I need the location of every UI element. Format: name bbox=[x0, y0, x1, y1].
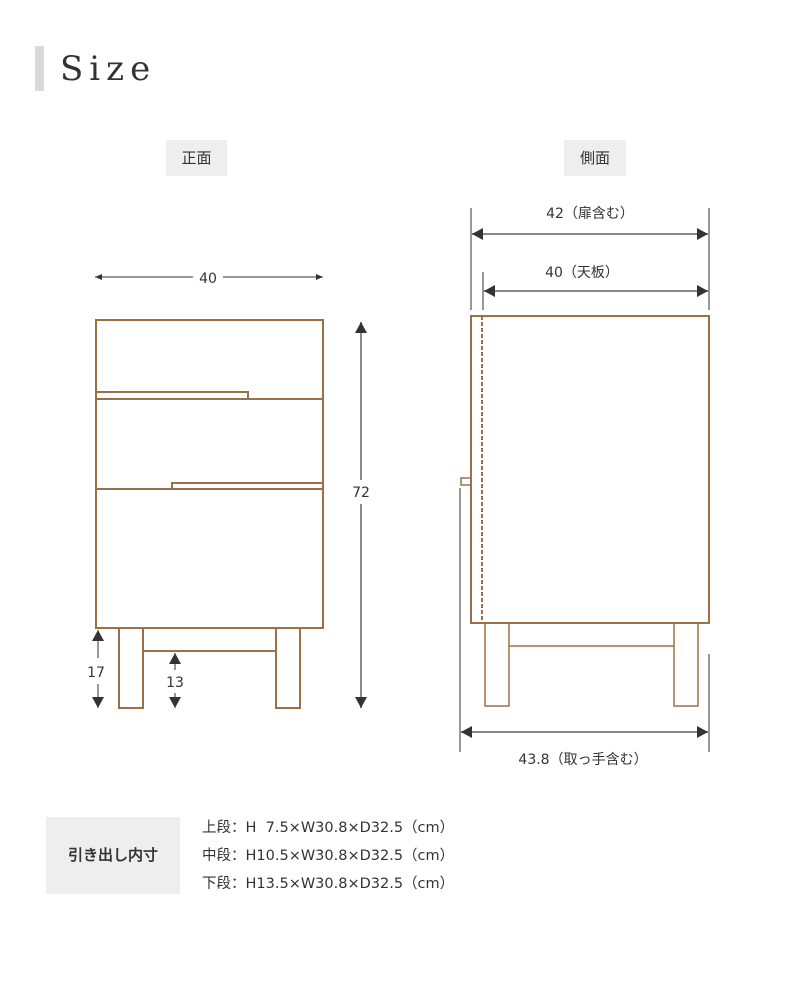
front-cabinet-body bbox=[95, 319, 324, 709]
drawer-inner-row-middle: 中段：H10.5×W30.8×D32.5（cm） bbox=[202, 848, 455, 864]
front-height-dimension: 72 bbox=[352, 322, 370, 708]
front-width-value: 40 bbox=[199, 271, 217, 287]
leg-height-dimension: 17 bbox=[87, 630, 105, 708]
leg-height-value: 17 bbox=[87, 665, 105, 681]
side-cabinet-body bbox=[460, 315, 710, 707]
side-view-drawing: 42（扉含む） 40（天板） 43.8（取っ手含む） bbox=[459, 206, 710, 768]
side-depth-handle-value: 43.8（取っ手含む） bbox=[518, 752, 647, 768]
side-extension-lines bbox=[459, 208, 710, 752]
side-view-label: 側面 bbox=[564, 140, 626, 176]
title-accent-bar bbox=[35, 46, 44, 91]
floor-clearance-dimension: 13 bbox=[166, 653, 184, 708]
side-width-door-dimension: 42（扉含む） bbox=[472, 206, 708, 240]
side-depth-handle-dimension: 43.8（取っ手含む） bbox=[461, 726, 708, 768]
drawer-inner-label: 引き出し内寸 bbox=[46, 817, 180, 894]
front-view-label: 正面 bbox=[166, 140, 227, 176]
side-top-board-value: 40（天板） bbox=[545, 265, 619, 281]
front-height-value: 72 bbox=[352, 485, 370, 501]
drawer-inner-list: 上段：H 7.5×W30.8×D32.5（cm） 中段：H10.5×W30.8×… bbox=[202, 815, 454, 899]
front-width-dimension: 40 bbox=[95, 271, 323, 287]
page-title: Size bbox=[60, 49, 157, 89]
side-width-door-value: 42（扉含む） bbox=[546, 206, 634, 222]
floor-clearance-value: 13 bbox=[166, 675, 184, 691]
side-top-board-dimension: 40（天板） bbox=[484, 265, 708, 297]
drawer-inner-row-upper: 上段：H 7.5×W30.8×D32.5（cm） bbox=[202, 820, 455, 836]
front-view-drawing: 40 72 17 bbox=[87, 271, 370, 709]
drawer-inner-row-lower: 下段：H13.5×W30.8×D32.5（cm） bbox=[202, 876, 455, 892]
